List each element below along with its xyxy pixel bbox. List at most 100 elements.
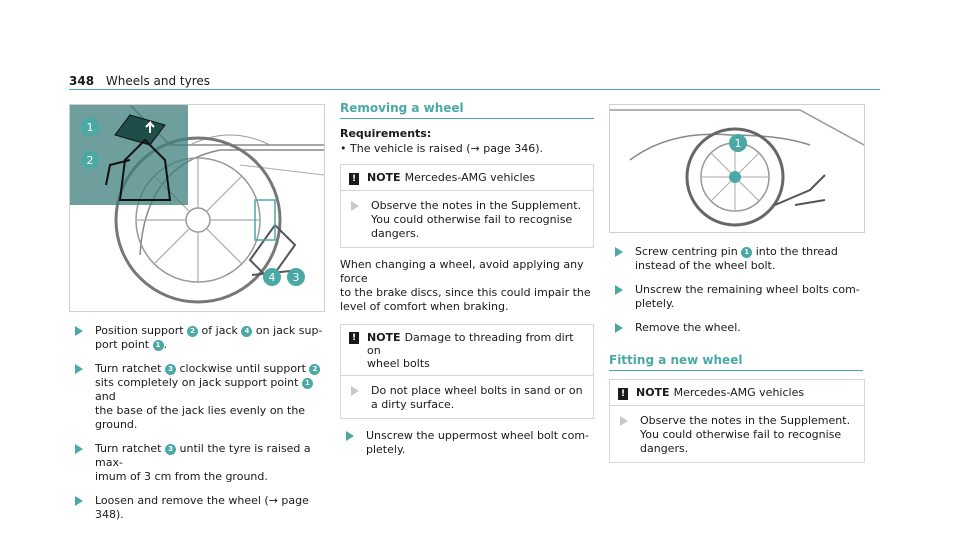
text-segment: 3	[293, 271, 300, 284]
fitting-wheel-title: Fitting a new wheel	[609, 353, 863, 371]
text-segment: imum of 3 cm from the ground.	[95, 470, 268, 483]
text-segment: pletely.	[366, 443, 406, 456]
text-segment: When changing a wheel, avoid applying an…	[340, 258, 584, 285]
text-segment: 1	[87, 121, 94, 134]
callout-2: 2	[81, 151, 99, 169]
note-label: NOTE	[367, 171, 401, 184]
text-segment: pletely.	[635, 297, 675, 310]
step-arrow-icon	[75, 364, 83, 374]
text-segment: clockwise until support	[176, 362, 310, 375]
callout-1: 1	[729, 134, 747, 152]
page-number: 348	[69, 74, 95, 88]
text-segment: wheel bolts	[367, 357, 430, 370]
note-step: Observe the notes in the Supplement. You…	[614, 414, 856, 456]
page-ref-arrow-icon: →	[268, 494, 278, 507]
step-arrow-icon	[615, 285, 623, 295]
callout-3: 3	[287, 268, 305, 286]
step-turn-ratchet-clockwise: Turn ratchet 3 clockwise until support 2…	[69, 362, 331, 432]
text-segment: to the brake discs, since this could imp…	[340, 286, 591, 299]
text-segment: You could otherwise fail to recognise	[640, 428, 842, 441]
note-title: Mercedes-AMG vehicles	[404, 171, 536, 184]
header-divider	[69, 89, 880, 90]
step-arrow-icon	[351, 201, 359, 211]
page-header: 348 Wheels and tyres	[69, 74, 210, 88]
callout-badge: 1	[152, 340, 164, 351]
text-segment: 1	[735, 137, 742, 150]
requirements-label: Requirements:	[340, 127, 432, 140]
step-arrow-icon	[75, 444, 83, 454]
callout-badge: 1	[301, 378, 313, 389]
page-ref-link[interactable]: page 346).	[479, 142, 543, 155]
callout-1: 1	[81, 118, 99, 136]
text-segment: a dirty surface.	[371, 398, 455, 411]
text-segment: Damage to threading from dirt on	[367, 331, 574, 357]
page-ref-link[interactable]: page 348).	[95, 494, 309, 521]
text-segment: Unscrew the uppermost wheel bolt com-	[366, 429, 590, 442]
removing-wheel-title: Removing a wheel	[340, 101, 594, 119]
note-body: Observe the notes in the Supplement. You…	[341, 191, 593, 247]
step-arrow-icon	[351, 386, 359, 396]
text-segment: 4	[269, 271, 276, 284]
text-segment: Position support	[95, 324, 188, 337]
callout-badge: 2	[309, 364, 321, 375]
warning-icon: !	[349, 173, 359, 185]
jack-illustration-svg: 1 2 4 3	[70, 105, 324, 311]
text-segment: Unscrew the remaining wheel bolts com-	[635, 283, 860, 296]
note-label: NOTE	[367, 331, 401, 344]
step-arrow-icon	[615, 247, 623, 257]
text-segment: Do not place wheel bolts in sand or on	[371, 384, 583, 397]
text-segment: Remove the wheel.	[635, 321, 741, 334]
note-label: NOTE	[636, 386, 670, 399]
text-segment: sits completely on jack support point	[95, 376, 302, 389]
note-title: Mercedes-AMG vehicles	[673, 386, 805, 399]
step-loosen-wheel: Loosen and remove the wheel (→ page 348)…	[69, 494, 331, 522]
step-unscrew-remaining: Unscrew the remaining wheel bolts com- p…	[609, 283, 871, 311]
warning-icon: !	[349, 332, 359, 344]
note-step: Do not place wheel bolts in sand or on a…	[345, 384, 585, 412]
step-remove-wheel: Remove the wheel.	[609, 321, 871, 335]
centring-pin-svg: 1	[610, 105, 864, 232]
text-segment: dangers.	[640, 442, 689, 455]
step-arrow-icon	[346, 431, 354, 441]
note-body: Do not place wheel bolts in sand or on a…	[341, 376, 593, 418]
callout-badge: 2	[187, 326, 199, 337]
text-segment: and	[95, 390, 116, 403]
text-segment: Screw centring pin	[635, 245, 742, 258]
text-segment: dangers.	[371, 227, 420, 240]
jack-illustration: 1 2 4 3	[69, 104, 325, 312]
step-arrow-icon	[75, 496, 83, 506]
text-segment: the base of the jack lies evenly on the	[95, 404, 306, 417]
step-arrow-icon	[75, 326, 83, 336]
page-ref-arrow-icon: →	[470, 142, 480, 155]
step-turn-ratchet-raise: Turn ratchet 3 until the tyre is raised …	[69, 442, 331, 484]
requirement-item: The vehicle is raised (→ page 346).	[340, 142, 594, 156]
callout-badge: 3	[165, 364, 176, 375]
text-segment: .	[163, 338, 168, 351]
text-segment: until the tyre is raised a max-	[95, 442, 311, 469]
callout-badge: 3	[165, 444, 176, 455]
section-title: Wheels and tyres	[105, 74, 211, 88]
left-steps: Position support 2 of jack 4 on jack sup…	[69, 324, 331, 532]
brake-disc-paragraph: When changing a wheel, avoid applying an…	[340, 258, 594, 314]
text-segment: The vehicle is raised (	[350, 142, 471, 155]
text-segment: instead of the wheel bolt.	[635, 259, 776, 272]
step-screw-centring-pin: Screw centring pin 1 into the thread ins…	[609, 245, 871, 273]
step-position-support: Position support 2 of jack 4 on jack sup…	[69, 324, 331, 352]
text-segment: You could otherwise fail to recognise	[371, 213, 573, 226]
text-segment: into the thread	[752, 245, 838, 258]
warning-icon: !	[618, 388, 628, 400]
text-segment: 2	[87, 154, 94, 167]
callout-badge: 1	[741, 247, 753, 258]
note-step: Observe the notes in the Supplement. You…	[345, 199, 585, 241]
step-arrow-icon	[615, 323, 623, 333]
text-segment: of jack	[198, 324, 242, 337]
callout-4: 4	[263, 268, 281, 286]
text-segment: Observe the notes in the Supplement.	[371, 199, 582, 212]
right-column: Screw centring pin 1 into the thread ins…	[609, 245, 871, 473]
text-segment: on jack sup-	[252, 324, 323, 337]
